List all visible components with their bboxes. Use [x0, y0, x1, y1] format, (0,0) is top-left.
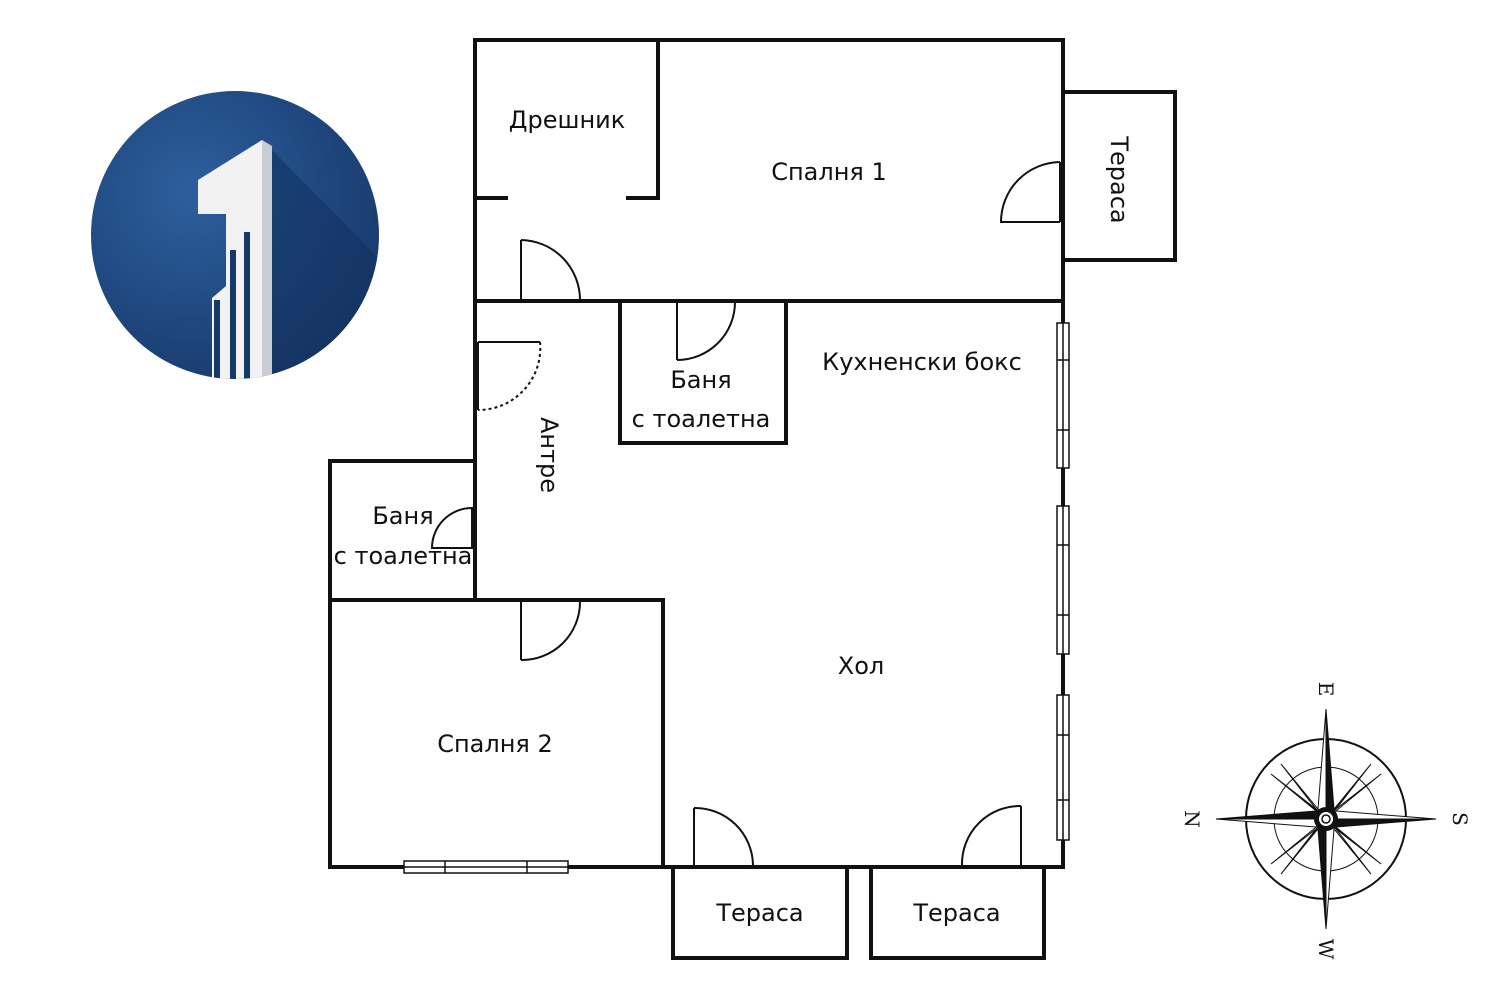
- compass-east: E: [1314, 682, 1338, 697]
- compass-north: N: [1180, 810, 1204, 828]
- label-terrace-bottom-right: Тераса: [912, 899, 1000, 927]
- label-kitchen: Кухненски бокс: [822, 348, 1022, 376]
- label-bath-2-line-1: Баня: [372, 502, 433, 530]
- label-bedroom-1: Спалня 1: [771, 158, 887, 186]
- doors: [430, 161, 1061, 866]
- label-terrace-right: Тераса: [1105, 135, 1133, 223]
- label-hallway: Антре: [535, 417, 563, 493]
- company-logo: [91, 91, 379, 379]
- label-bath-1-line-1: Баня: [670, 366, 731, 394]
- compass-west: W: [1314, 939, 1338, 960]
- label-bedroom-2: Спалня 2: [437, 730, 553, 758]
- label-wardrobe: Дрешник: [509, 106, 626, 134]
- windows: [403, 322, 1070, 874]
- walls: [328, 38, 1177, 960]
- room-labels: Дрешник Спалня 1 Тераса Баня с тоалетна …: [334, 106, 1133, 927]
- label-living-room: Хол: [838, 652, 884, 680]
- compass-south: S: [1448, 812, 1472, 826]
- label-bath-1-line-2: с тоалетна: [632, 405, 771, 433]
- label-terrace-bottom-left: Тераса: [715, 899, 803, 927]
- compass-rose: N E S W: [1180, 682, 1472, 960]
- label-bath-2-line-2: с тоалетна: [334, 542, 473, 570]
